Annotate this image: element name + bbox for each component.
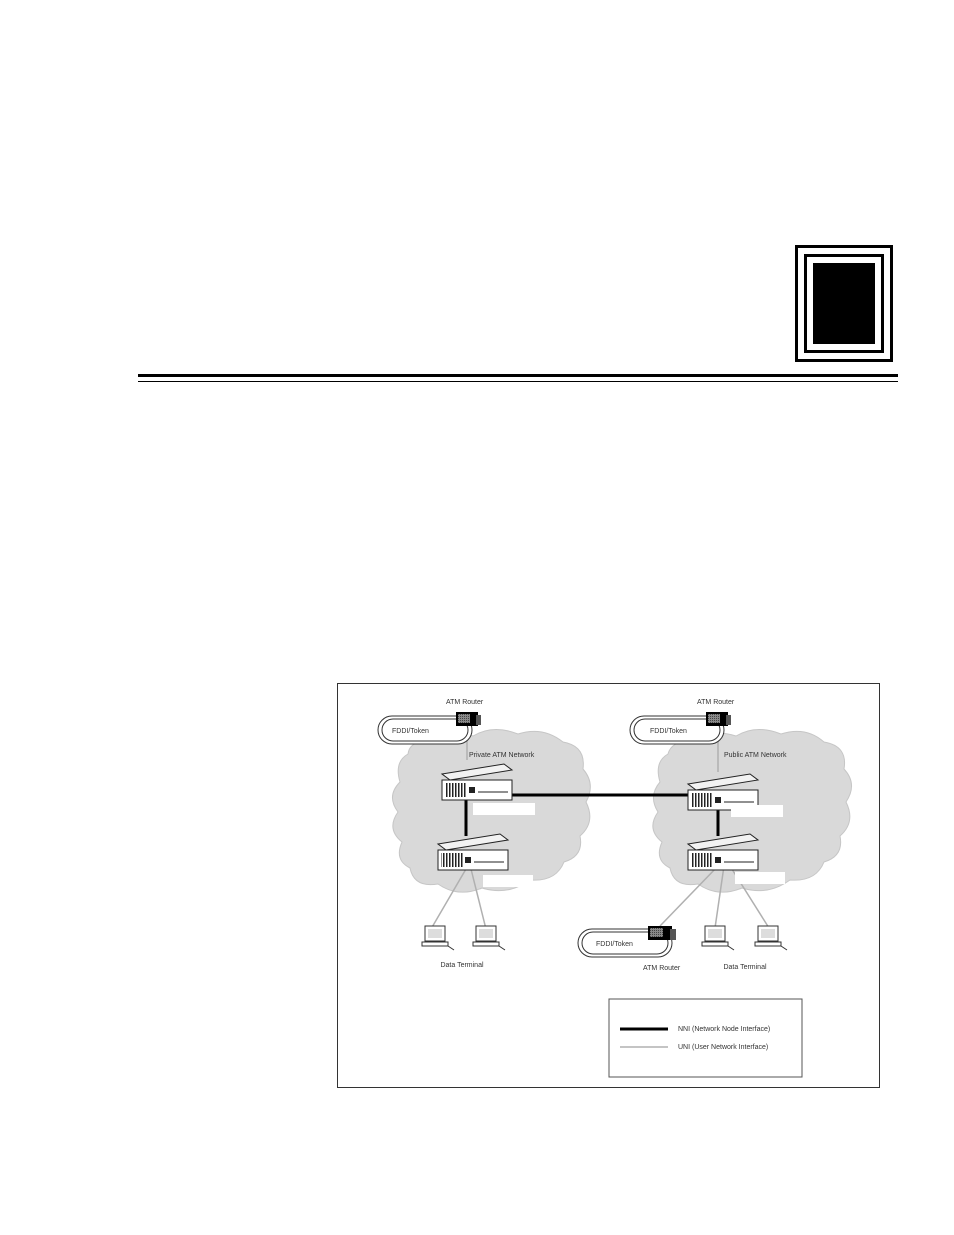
atm-switch-public-top <box>686 773 783 817</box>
legend-uni-label: UNI (User Network Interface) <box>678 1044 768 1051</box>
atm-router-top-right: ATM Router <box>697 699 735 726</box>
uni-link-router-bottom <box>659 865 719 927</box>
lan-top-right-label: FDDI/Token <box>650 728 687 735</box>
data-terminal-right-1 <box>701 925 735 951</box>
network-diagram: FDDI/Token ATM Router FDDI/Token ATM Rou… <box>377 699 852 1078</box>
header-rule-thin <box>138 381 898 382</box>
legend: NNI (Network Node Interface) UNI (User N… <box>608 998 803 1078</box>
switch-label-box-private-bottom <box>483 875 533 887</box>
chapter-number-box-inner <box>804 254 884 353</box>
router-top-left-label: ATM Router <box>446 699 484 706</box>
chapter-number-box-fill <box>813 263 875 344</box>
header-rule-thick <box>138 374 898 377</box>
legend-nni-label: NNI (Network Node Interface) <box>678 1026 770 1033</box>
lan-top-right: FDDI/Token <box>629 715 725 745</box>
switch-label-box-private-top <box>473 803 535 815</box>
private-network-label: Private ATM Network <box>469 752 535 759</box>
router-top-right-label: ATM Router <box>697 699 735 706</box>
router-bottom-label: ATM Router <box>643 965 681 972</box>
network-figure: FDDI/Token ATM Router FDDI/Token ATM Rou… <box>337 683 880 1088</box>
atm-router-top-left: ATM Router <box>446 699 484 726</box>
public-network-label: Public ATM Network <box>724 752 787 759</box>
data-terminal-left-label: Data Terminal <box>440 962 484 969</box>
data-terminal-left-1 <box>421 925 455 951</box>
switch-label-box-public-top <box>731 805 783 817</box>
atm-router-bottom: ATM Router <box>643 926 681 972</box>
atm-switch-public-bottom <box>686 833 785 884</box>
atm-switch-private-bottom <box>436 833 533 887</box>
lan-bottom-label: FDDI/Token <box>596 941 633 948</box>
uni-link-terminal-right-1 <box>714 865 725 929</box>
chapter-number-box <box>795 245 893 362</box>
lan-top-left: FDDI/Token <box>377 715 473 745</box>
lan-top-left-label: FDDI/Token <box>392 728 429 735</box>
data-terminal-left-2 <box>472 925 506 951</box>
uni-link-terminal-left-2 <box>470 868 487 930</box>
uni-link-terminal-left-1 <box>430 868 467 930</box>
atm-switch-private-top <box>440 763 535 815</box>
switch-label-box-public-bottom <box>735 872 785 884</box>
data-terminal-right-2 <box>754 925 788 951</box>
data-terminal-right-label: Data Terminal <box>723 964 767 971</box>
